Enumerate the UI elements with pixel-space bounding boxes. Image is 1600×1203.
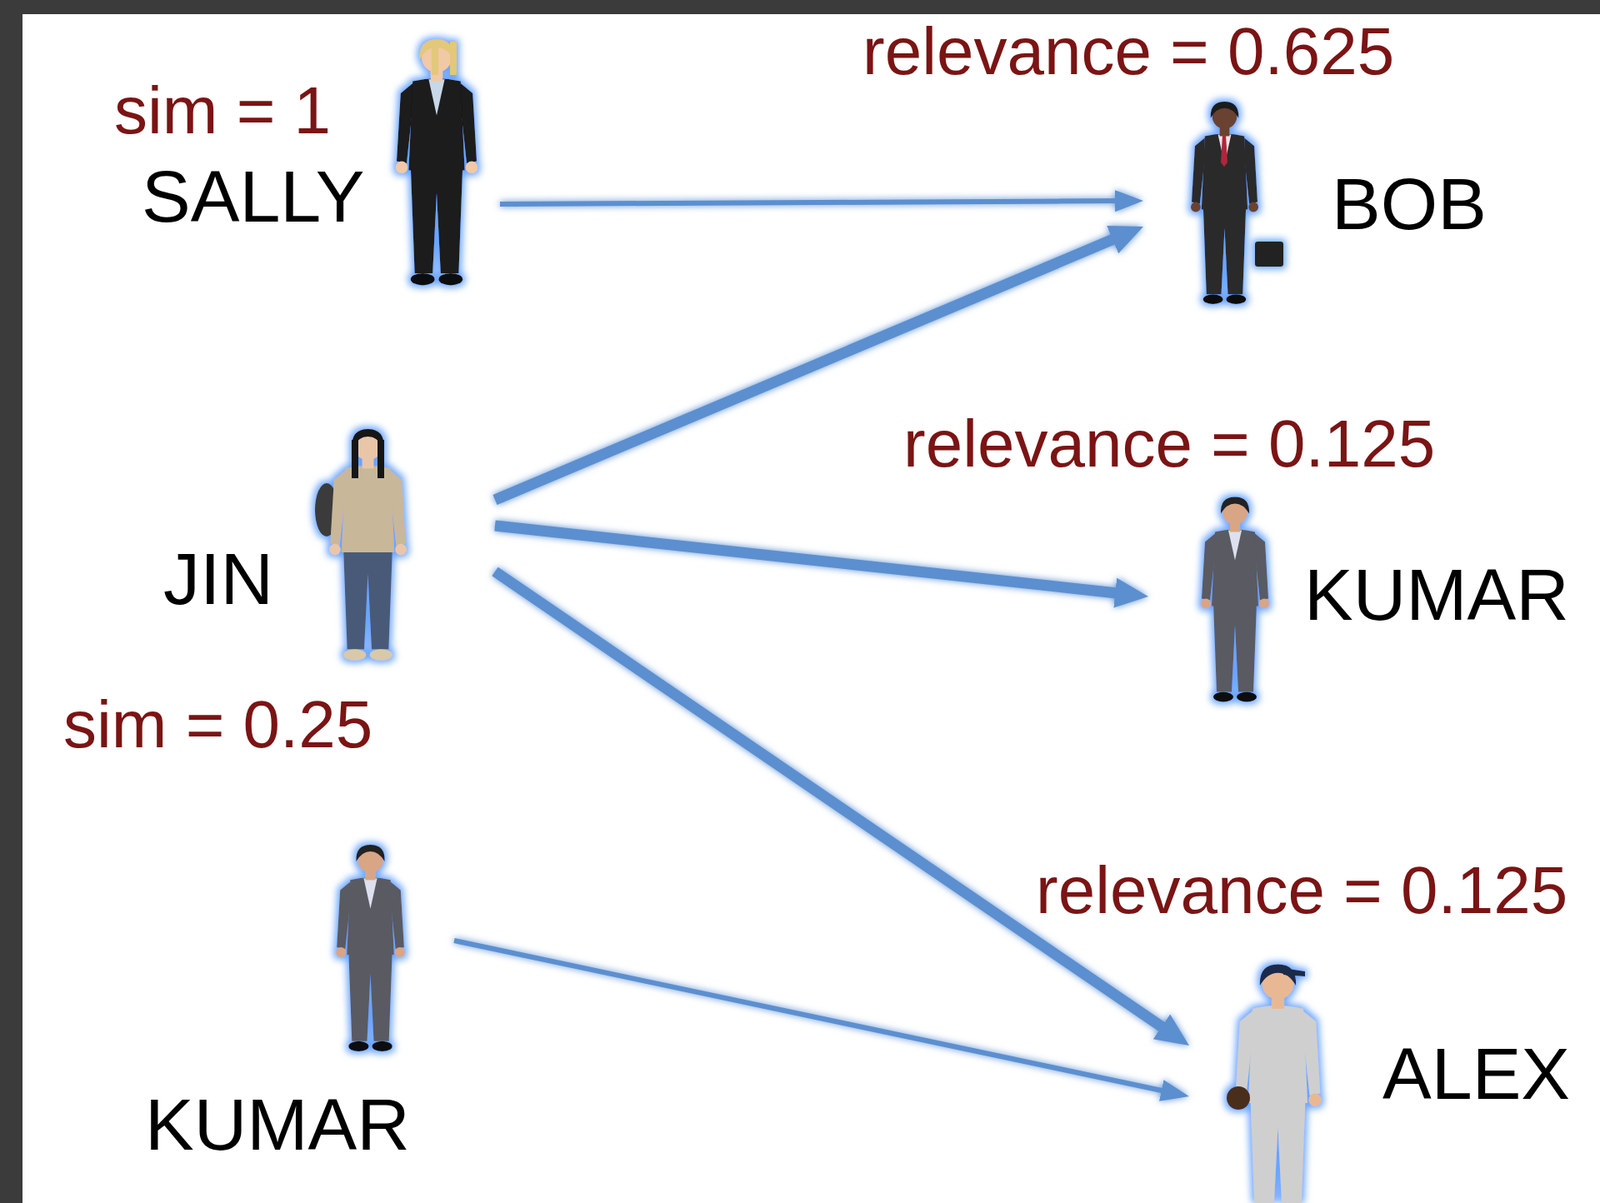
person-node: relevance = 0.125ALEX xyxy=(1189,949,1358,1200)
person-node: relevance = 0.125KUMAR xyxy=(1148,488,1282,710)
person-figure xyxy=(1226,965,1322,1203)
score-label: sim = 1 xyxy=(114,77,331,145)
person-figure xyxy=(315,429,407,661)
arrow-connector xyxy=(495,525,1129,595)
name-label: SALLY xyxy=(141,160,365,234)
person-figure xyxy=(1190,101,1284,305)
person-figure xyxy=(1200,497,1270,703)
person-node: sim = 1SALLY xyxy=(366,30,500,296)
name-label: KUMAR xyxy=(145,1088,410,1162)
name-label: JIN xyxy=(163,542,274,616)
arrow-connector xyxy=(495,571,1173,1035)
name-label: BOB xyxy=(1331,167,1487,241)
person-node: KUMAR xyxy=(321,836,455,1061)
score-label: relevance = 0.125 xyxy=(903,410,1435,478)
score-label: relevance = 0.125 xyxy=(1035,857,1568,925)
person-node: JINsim = 0.25 xyxy=(295,423,495,669)
arrow-connector xyxy=(500,200,1127,205)
arrow-connector xyxy=(454,940,1173,1094)
score-label: relevance = 0.625 xyxy=(862,18,1395,85)
score-label: sim = 0.25 xyxy=(63,691,373,759)
name-label: KUMAR xyxy=(1304,558,1570,632)
name-label: ALEX xyxy=(1382,1037,1570,1111)
person-figure xyxy=(335,845,405,1052)
person-figure xyxy=(395,39,478,285)
person-node: relevance = 0.625BOB xyxy=(1143,93,1292,312)
